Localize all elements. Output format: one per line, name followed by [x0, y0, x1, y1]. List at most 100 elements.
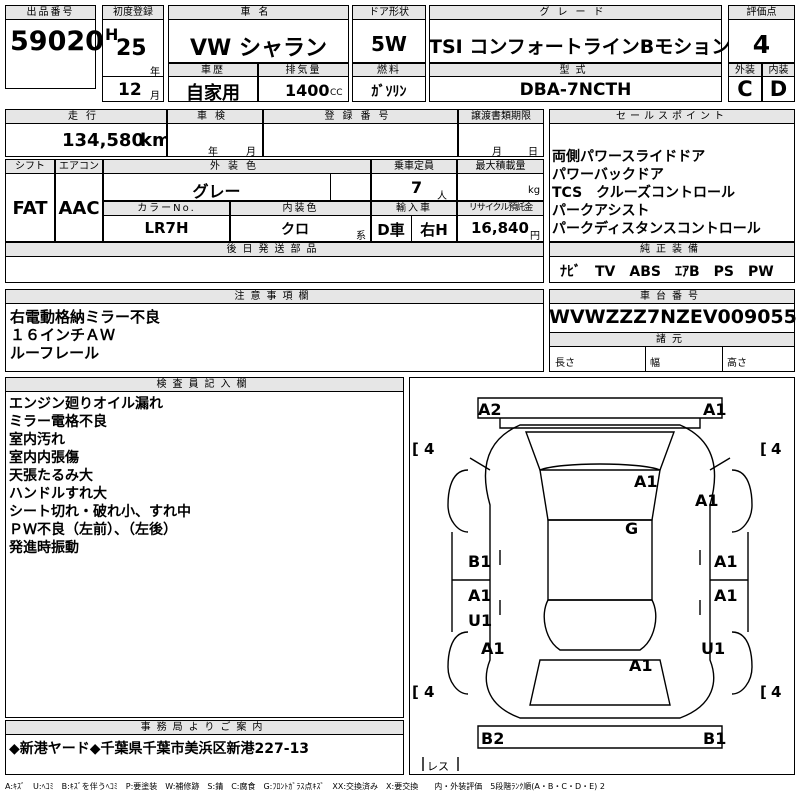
legend: A:ｷｽﾞ U:ﾍｺﾐ B:ｷｽﾞを伴うﾍｺﾐ P:要塗装 W:補修跡 S:錆 … — [5, 782, 605, 791]
sales-points-label: セールスポイント — [549, 109, 795, 124]
body-outline — [484, 424, 716, 719]
door-type: 5W — [371, 32, 407, 56]
inspector-line: ＰＷ不良（左前）、（左後） — [9, 522, 177, 538]
inspector-label: 検査員記入欄 — [5, 377, 404, 392]
capacity-unit: 人 — [437, 191, 447, 202]
interior-label: 内装 — [762, 63, 795, 77]
rear-deck-outline — [529, 659, 671, 706]
capacity: 7 — [411, 178, 423, 197]
sales-point: 両側パワースライドドア — [552, 149, 706, 165]
dmg-trunk: A1 — [629, 656, 653, 675]
inspector-line: ハンドルすれ大 — [9, 486, 107, 502]
dmg-door-rl-a: A1 — [468, 586, 492, 605]
tire-front-right: 4 — [771, 440, 781, 458]
inspection-label: 車検 — [167, 109, 263, 124]
inspector-line: 発進時振動 — [9, 540, 79, 556]
sales-point: パークディスタンスコントロール — [552, 221, 761, 237]
sales-points-box — [549, 109, 795, 242]
sales-point: TCS クルーズコントロール — [552, 185, 736, 201]
handle-side: 右H — [420, 221, 448, 239]
capacity-label: 乗車定員 — [371, 159, 457, 174]
color-label: 外装色 — [103, 159, 371, 174]
color-no: LR7H — [144, 219, 189, 237]
inspector-line: 天張たるみ大 — [9, 468, 93, 484]
dmg-hood: A1 — [634, 472, 658, 491]
grade-label: グレード — [429, 5, 722, 20]
inspection-year-unit: 年 — [208, 147, 218, 158]
ac-label: エアコン — [55, 159, 103, 174]
transfer-day-unit: 日 — [528, 147, 538, 158]
interior-color-label: 内装色 — [230, 201, 371, 216]
reg-era: H — [105, 25, 119, 44]
sales-points-list: 両側パワースライドドア パワーバックドア TCS クルーズコントロール パークア… — [552, 148, 761, 238]
score-label: 評価点 — [728, 5, 795, 20]
shift-label: シフト — [5, 159, 55, 174]
inspector-line: シート切れ・破れ小、すれ中 — [9, 504, 191, 520]
color-no-label: カラーNo. — [103, 201, 230, 216]
dmg-front-right: A1 — [703, 400, 727, 419]
ac: AAC — [58, 198, 100, 219]
tire-front-left: 4 — [424, 440, 434, 458]
door-label: ドア形状 — [352, 5, 426, 20]
inspector-list: エンジン廻りオイル漏れ ミラー電格不良 室内汚れ 室内内張傷 天張たるみ大 ハン… — [9, 395, 191, 557]
interior-color-unit: 系 — [356, 231, 366, 242]
dmg-fender-right: A1 — [695, 491, 719, 510]
chassis-label: 車台番号 — [549, 289, 795, 304]
tire-rear-left: 4 — [424, 683, 434, 701]
spare-tire-label: レス — [427, 760, 449, 773]
transfer-month-unit: 月 — [492, 147, 502, 158]
dmg-door-rl-u: U1 — [468, 611, 492, 630]
inspector-line: 室内汚れ — [9, 432, 65, 448]
interior-grade: D — [769, 77, 788, 101]
lot-number-label: 出品番号 — [5, 5, 96, 20]
import-label: 輸入車 — [371, 201, 457, 216]
wheel-rl — [447, 631, 469, 695]
shift: FAT — [12, 198, 48, 219]
dmg-quarter-right: U1 — [701, 639, 725, 658]
model-label: 型式 — [429, 63, 722, 77]
dmg-front-left: A2 — [478, 400, 502, 419]
exterior-color: グレー — [192, 182, 241, 201]
later-parts-label: 後日発送部品 — [5, 242, 544, 257]
car-diagram: A2 A1 A1 A1 G B1 A1 A1 A1 U1 A1 U1 A1 B2… — [412, 397, 781, 773]
mileage: 134,580 — [62, 130, 144, 151]
inspector-line: 室内内張傷 — [9, 450, 79, 466]
genuine-label: 純正装備 — [549, 242, 795, 257]
lot-number: 59020 — [10, 26, 104, 57]
load-label: 最大積載量 — [457, 159, 544, 174]
wheel-fl — [447, 469, 469, 533]
notes-list: 右電動格納ミラー不良 １６インチＡＷ ルーフレール — [10, 308, 160, 362]
dmg-door-fl: B1 — [468, 552, 491, 571]
chassis-number: WVWZZZ7NZEV009055 — [549, 306, 797, 328]
inspector-line: ミラー電格不良 — [9, 414, 107, 430]
svg-text:[: [ — [412, 440, 419, 458]
inspector-box — [5, 377, 404, 718]
tire-rear-right: 4 — [771, 683, 781, 701]
length-label: 長さ — [555, 358, 575, 369]
transfer-label: 譲渡書類期限 — [458, 109, 544, 124]
office-label: 事務局よりご案内 — [5, 720, 404, 735]
import-type: D車 — [377, 221, 405, 239]
mileage-unit: km — [140, 130, 171, 151]
car-name-label: 車名 — [168, 5, 349, 20]
dmg-door-rr: A1 — [714, 586, 738, 605]
office-text: ◆新港ヤード◆千葉県千葉市美浜区新港227-13 — [9, 741, 310, 757]
reg-year: 25 — [116, 36, 147, 61]
car-name: VW シャラン — [190, 36, 327, 61]
note-line: 右電動格納ミラー不良 — [10, 308, 161, 326]
dmg-door-fr: A1 — [714, 552, 738, 571]
interior-color: クロ — [281, 222, 309, 238]
note-line: ルーフレール — [10, 344, 100, 362]
displacement-unit: CC — [330, 88, 343, 98]
first-reg-label: 初度登録 — [102, 5, 164, 20]
genuine-equipment: ﾅﾋﾞ TV ABS ｴｱB PS PW — [560, 264, 774, 280]
height-label: 高さ — [727, 358, 747, 369]
wheel-rr — [731, 631, 753, 695]
load-unit: kg — [528, 185, 541, 196]
score: 4 — [752, 30, 771, 59]
spare-tire — [422, 757, 459, 771]
dmg-rear-left: B2 — [481, 729, 504, 748]
fuel-label: 燃料 — [352, 63, 426, 77]
recycle-label: リサイクル預託金 — [457, 201, 544, 216]
damage-diagram-box — [409, 377, 795, 775]
